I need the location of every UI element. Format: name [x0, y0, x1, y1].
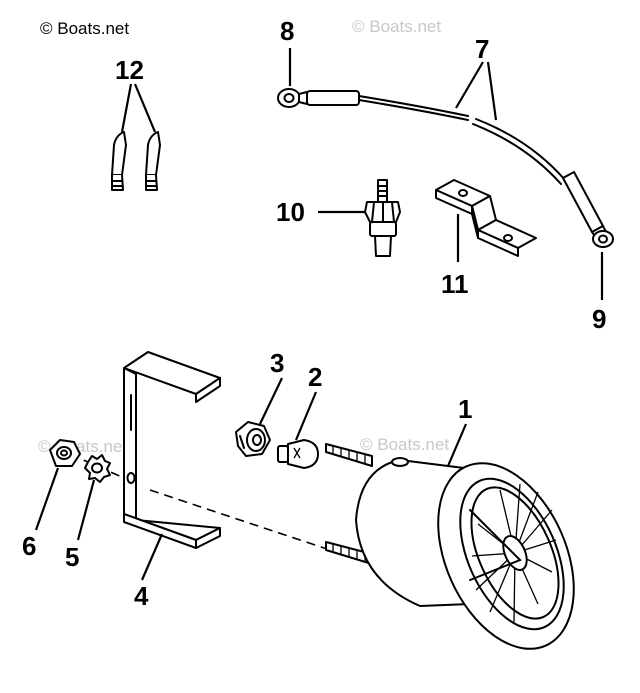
callout-8: 8 [280, 16, 294, 46]
leader-2 [294, 391, 318, 441]
callout-4: 4 [134, 581, 149, 611]
part-10-temperature-sender [364, 179, 401, 257]
part-5-lock-washer [84, 454, 111, 483]
leader-12 [120, 83, 157, 133]
leader-4 [140, 533, 164, 581]
part-11-mounting-bracket [435, 179, 537, 257]
callout-1: 1 [458, 394, 472, 424]
part-3-bulb-socket [235, 421, 271, 457]
part-1-gauge [325, 443, 575, 650]
callout-7: 7 [475, 34, 489, 64]
callout-3: 3 [270, 348, 284, 378]
assembly-line-right [149, 489, 331, 551]
assembly-line-left [69, 453, 125, 479]
leader-5 [76, 479, 96, 541]
leader-1 [446, 423, 468, 467]
part-12-connectors [111, 131, 161, 191]
part-7-wire-lead [277, 88, 614, 248]
leader-3 [259, 377, 283, 425]
callout-9: 9 [592, 304, 606, 334]
callout-6: 6 [22, 531, 36, 561]
leader-7 [455, 61, 498, 121]
part-4-gauge-bracket [123, 351, 221, 549]
callout-12: 12 [115, 55, 144, 85]
watermark-top-right: © Boats.net [352, 17, 441, 36]
callout-2: 2 [308, 362, 322, 392]
callout-10: 10 [276, 197, 305, 227]
callout-11: 11 [441, 269, 469, 299]
part-6-nut [49, 439, 81, 467]
part-2-bulb [277, 439, 319, 469]
callout-5: 5 [65, 542, 79, 572]
watermark-top-left: © Boats.net [40, 19, 129, 38]
watermark-mid-right: © Boats.net [360, 435, 449, 454]
leader-6 [34, 467, 60, 531]
